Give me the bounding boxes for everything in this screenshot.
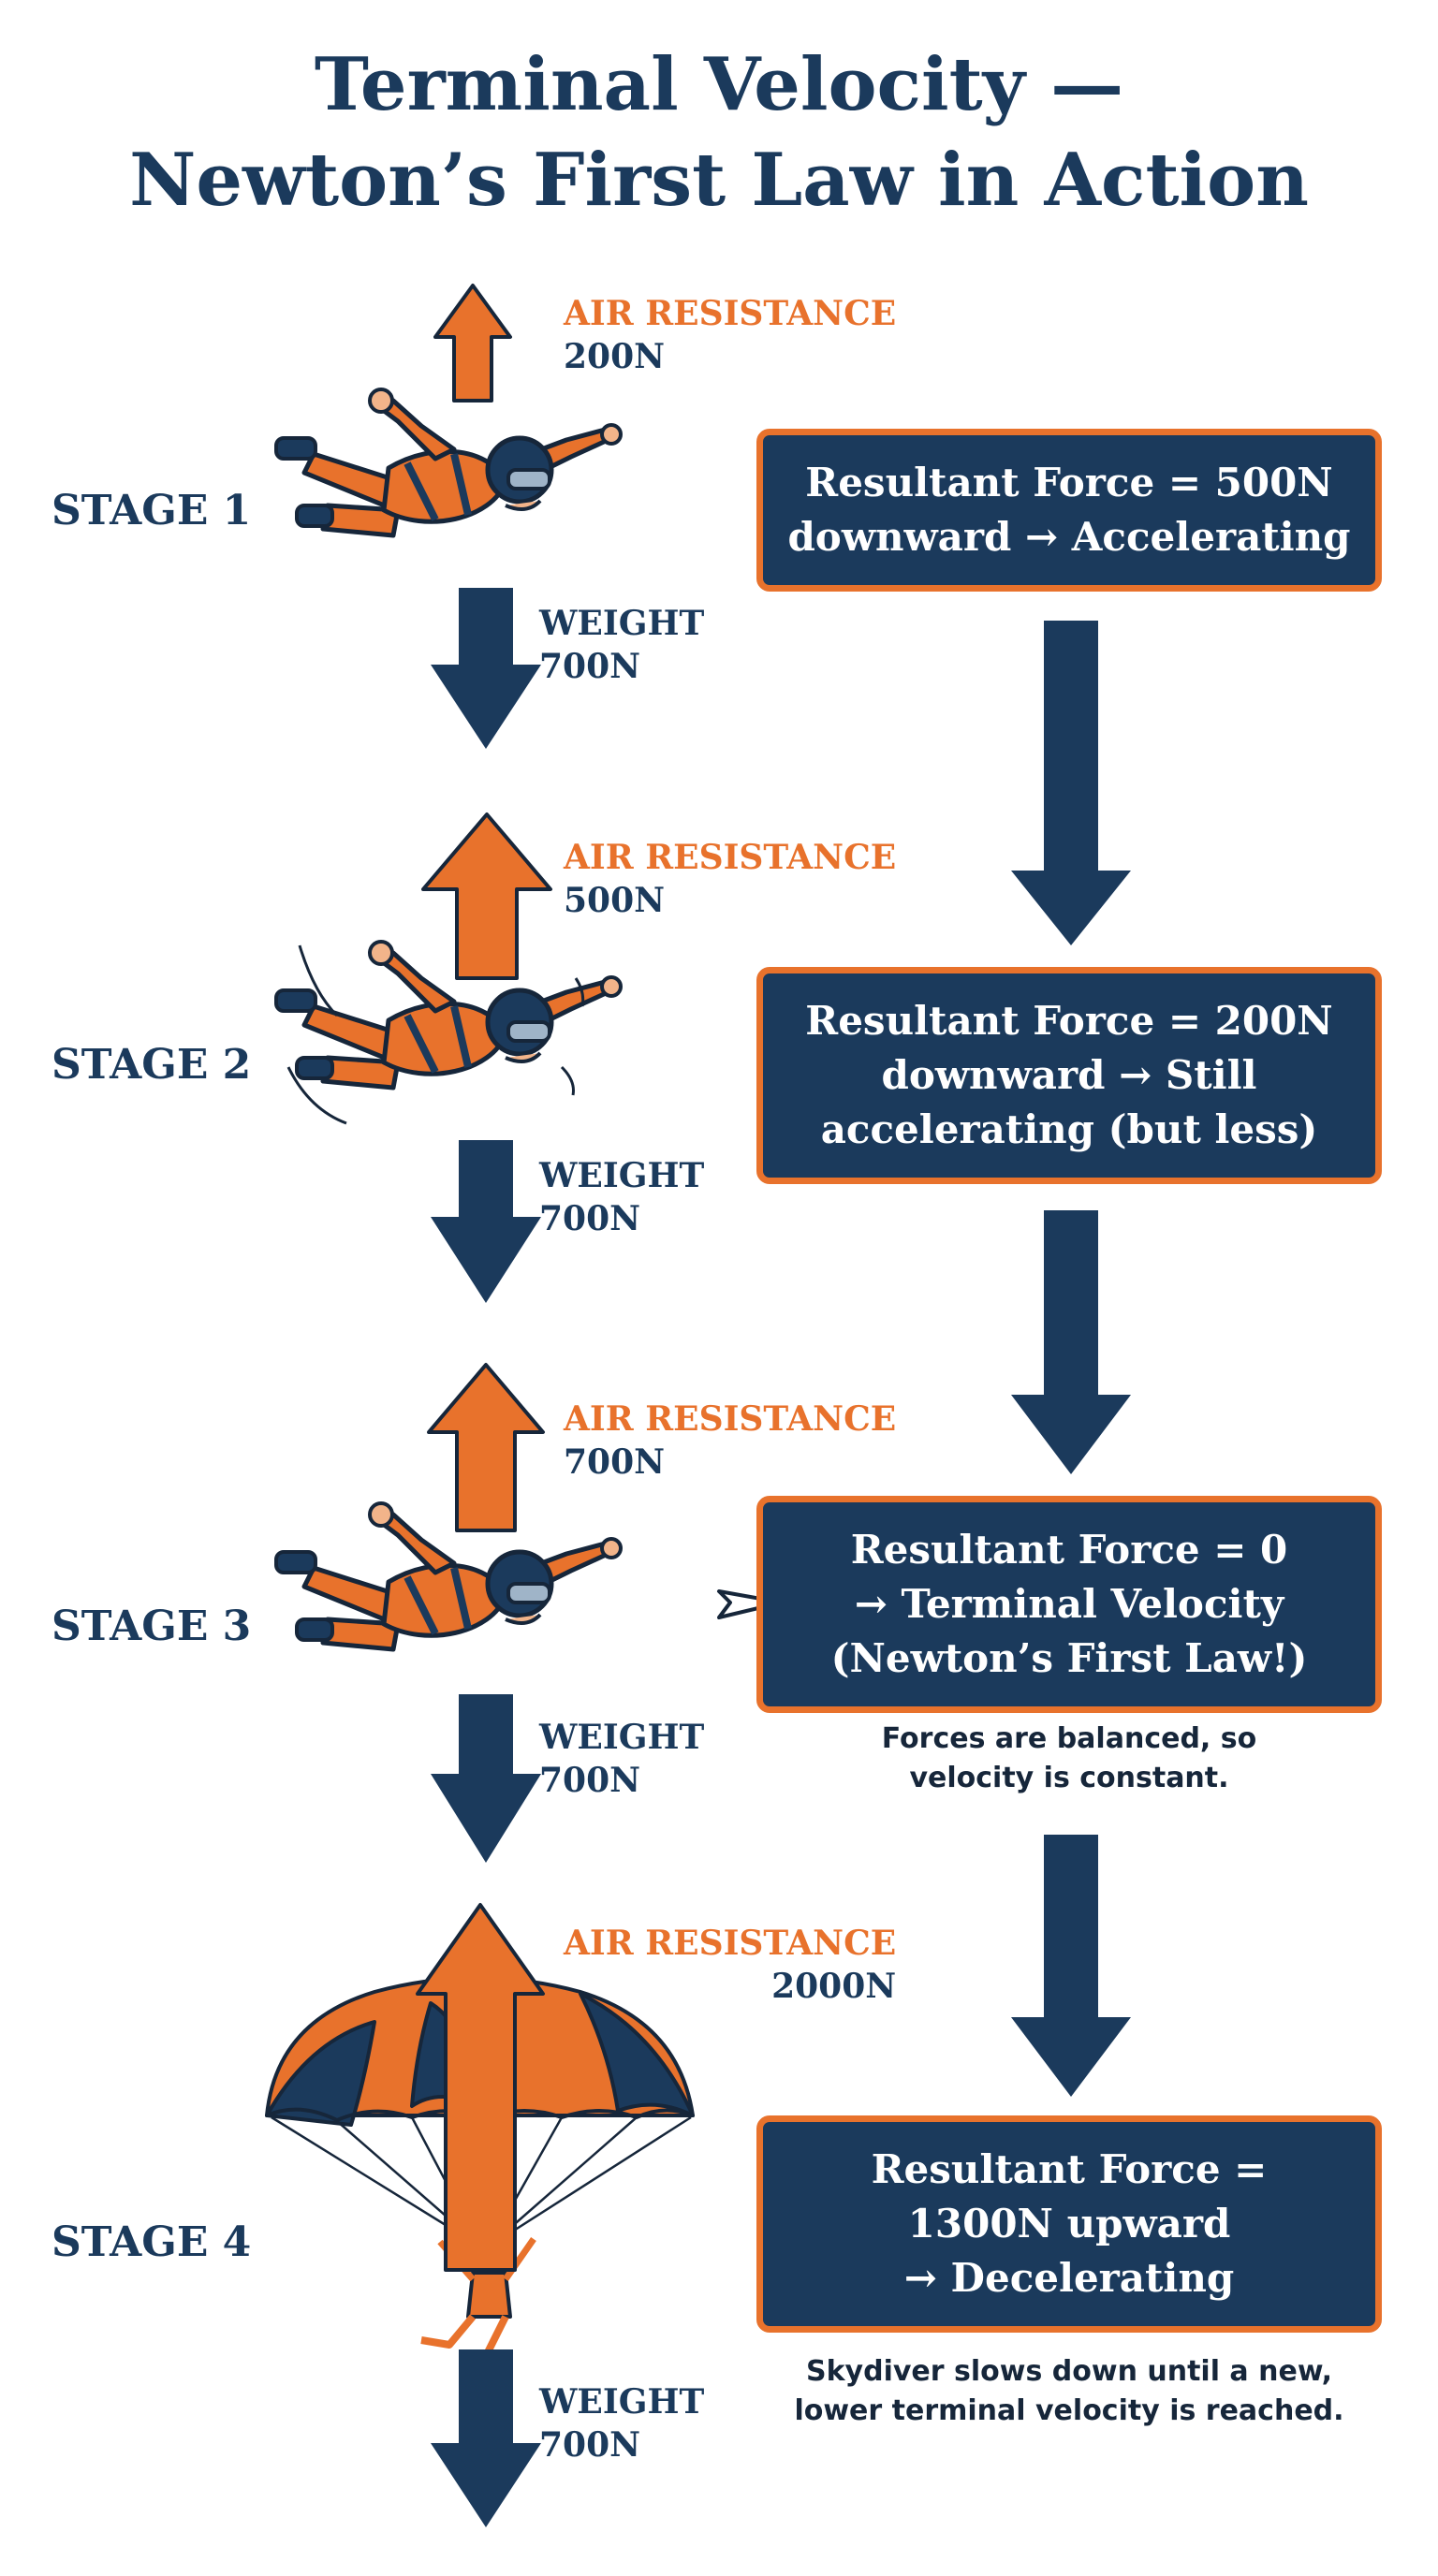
air-value: 500N [564, 881, 666, 920]
flow-arrow-3 [1011, 1835, 1131, 2097]
box-line: Resultant Force = 200N [805, 998, 1333, 1044]
weight-label-4: WEIGHT 700N [539, 2380, 704, 2466]
weight-label: WEIGHT [539, 604, 705, 643]
weight-arrow-4 [431, 2349, 541, 2527]
air-resistance-arrow-2 [421, 812, 552, 980]
box-line: accelerating (but less) [820, 1106, 1318, 1152]
air-label: AIR RESISTANCE [564, 294, 897, 333]
weight-label-1: WEIGHT 700N [539, 602, 704, 688]
air-label: AIR RESISTANCE [564, 1924, 897, 1963]
air-resistance-arrow-4 [416, 1903, 545, 2272]
note-line: Skydiver slows down until a new, [805, 2355, 1333, 2388]
box-line: (Newton’s First Law!) [830, 1635, 1308, 1681]
skydiver-1 [276, 389, 621, 535]
weight-value: 700N [539, 1761, 641, 1800]
weight-arrow-3 [431, 1694, 541, 1863]
box-line: 1300N upward [907, 2201, 1231, 2247]
skydiver-2 [276, 942, 621, 1088]
weight-label: WEIGHT [539, 2382, 705, 2422]
diagram-title: Terminal Velocity — Newton’s First Law i… [0, 37, 1438, 228]
weight-label: WEIGHT [539, 1718, 705, 1757]
resultant-box-1: Resultant Force = 500N downward → Accele… [756, 429, 1382, 592]
box-line: Resultant Force = 0 [850, 1527, 1288, 1573]
box-line: → Terminal Velocity [854, 1581, 1284, 1627]
note-line: velocity is constant. [909, 1762, 1229, 1794]
air-label: AIR RESISTANCE [564, 1399, 897, 1439]
box-line: → Decelerating [903, 2255, 1235, 2301]
air-label: AIR RESISTANCE [564, 838, 897, 877]
stage-3-note: Forces are balanced, so velocity is cons… [756, 1720, 1382, 1798]
skydiver-3 [276, 1503, 621, 1649]
air-value: 200N [564, 337, 666, 376]
weight-value: 700N [539, 1199, 641, 1238]
weight-value: 700N [539, 2425, 641, 2465]
weight-arrow-2 [431, 1140, 541, 1303]
weight-label: WEIGHT [539, 1156, 705, 1195]
air-resistance-arrow-1 [433, 284, 512, 402]
stage-4-note: Skydiver slows down until a new, lower t… [756, 2352, 1382, 2431]
note-line: Forces are balanced, so [881, 1722, 1257, 1755]
resultant-box-3: Resultant Force = 0 → Terminal Velocity … [756, 1496, 1382, 1713]
note-line: lower terminal velocity is reached. [794, 2394, 1344, 2427]
air-resistance-arrow-3 [427, 1363, 545, 1532]
weight-label-2: WEIGHT 700N [539, 1154, 704, 1240]
motion-lines [286, 944, 585, 1125]
weight-arrow-1 [431, 588, 541, 749]
air-value: 700N [564, 1442, 666, 1482]
box-line: Resultant Force = 500N [805, 460, 1333, 505]
title-line-1: Terminal Velocity — [314, 42, 1124, 127]
air-value: 2000N [771, 1967, 897, 2006]
stage-3-label: STAGE 3 [51, 1603, 252, 1650]
title-line-2: Newton’s First Law in Action [129, 138, 1309, 223]
box-line: Resultant Force = [871, 2146, 1268, 2192]
stage-4-label: STAGE 4 [51, 2218, 252, 2266]
weight-value: 700N [539, 647, 641, 686]
weight-label-3: WEIGHT 700N [539, 1716, 704, 1802]
flow-arrow-1 [1011, 621, 1131, 945]
box-line: downward → Still [881, 1052, 1257, 1098]
stage-1-label: STAGE 1 [51, 487, 252, 534]
box-line: downward → Accelerating [787, 514, 1351, 560]
resultant-box-4: Resultant Force = 1300N upward → Deceler… [756, 2115, 1382, 2333]
flow-arrow-2 [1011, 1210, 1131, 1474]
stage-2-label: STAGE 2 [51, 1041, 252, 1089]
air-resistance-label-2: AIR RESISTANCE 500N [564, 836, 896, 922]
resultant-box-2: Resultant Force = 200N downward → Still … [756, 967, 1382, 1184]
air-resistance-label-4: AIR RESISTANCE 2000N [564, 1922, 896, 2008]
air-resistance-label-1: AIR RESISTANCE 200N [564, 292, 896, 378]
air-resistance-label-3: AIR RESISTANCE 700N [564, 1398, 896, 1484]
